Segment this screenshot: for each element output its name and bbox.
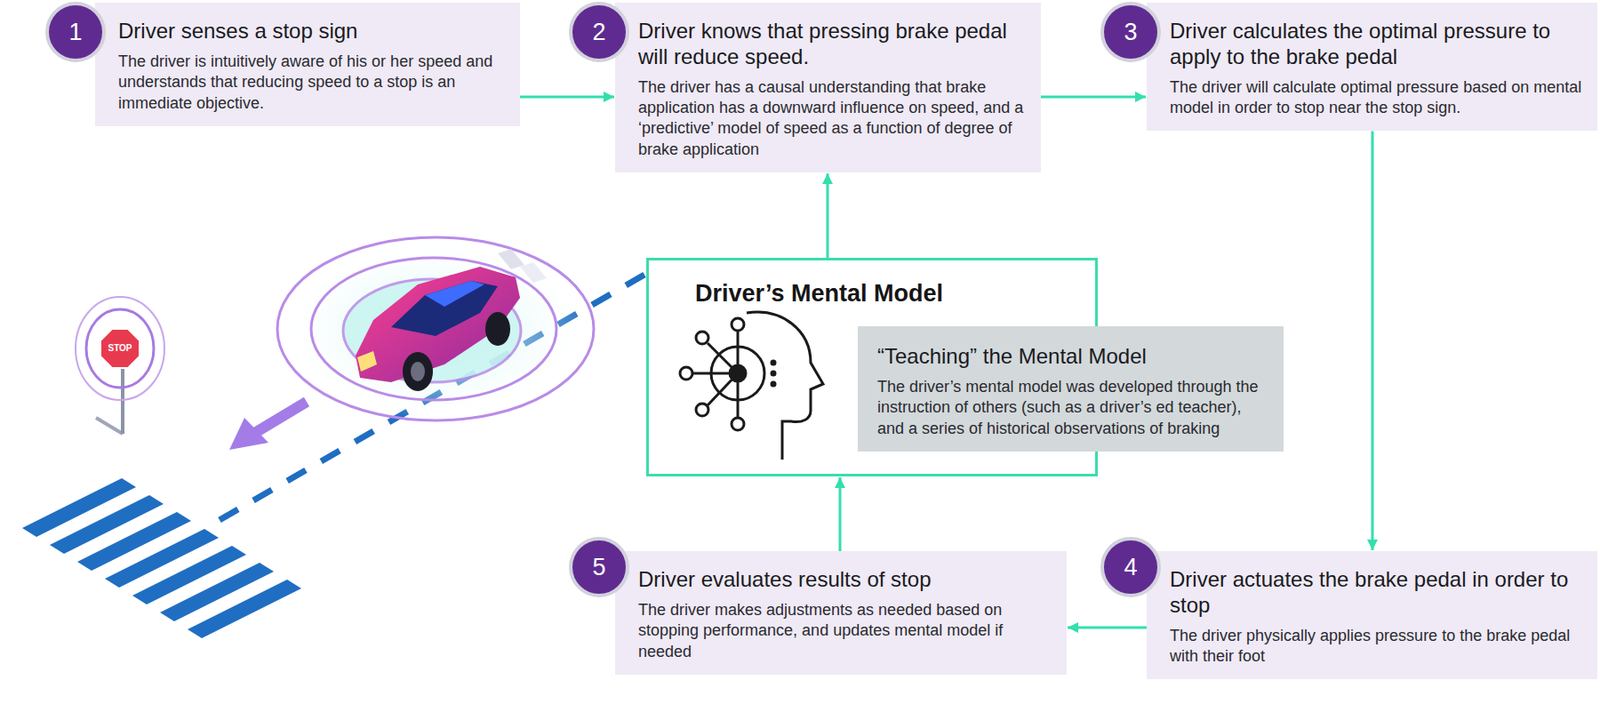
body-text: The driver is intuitively aware of his o… [118,51,506,114]
callout-number: 3 [1100,1,1161,63]
heading: Driver calculates the optimal pressure t… [1169,18,1584,71]
heading: Driver knows that pressing brake pedal w… [638,18,1027,71]
heading: Driver actuates the brake pedal in order… [1169,567,1584,619]
callout-number: 5 [568,536,630,598]
flow-arrow [826,173,830,258]
direction-arrow [229,401,307,450]
process-box: Driver knows that pressing brake pedal w… [615,2,1041,173]
process-box: Driver evaluates results of stopThe driv… [615,551,1067,675]
crosswalk-stripe [49,495,164,554]
body-text: The driver makes adjustments as needed b… [638,600,1053,663]
body-text: The driver will calculate optimal pressu… [1169,77,1584,120]
crosswalk-stripe [22,478,136,537]
process-box: Driver senses a stop signThe driver is i… [95,2,520,127]
flow-arrow [1371,130,1375,551]
crosswalk [22,478,302,639]
heading: Driver senses a stop sign [118,18,506,45]
body-text: The driver physically applies pressure t… [1169,625,1584,668]
car-illustration [277,237,594,421]
crosswalk-stripe [104,528,219,588]
flow-arrow [1067,626,1147,630]
flow-arrow [839,477,842,552]
crosswalk-stripe [160,562,274,622]
heading: Driver evaluates results of stop [638,567,1053,593]
crosswalk-stripe [187,579,302,639]
callout-number: 1 [45,1,106,63]
sign-text: STOP [102,343,138,354]
process-box: Driver actuates the brake pedal in order… [1146,551,1598,680]
callout-number: 2 [568,1,630,63]
callout-number: 4 [1100,536,1161,598]
note-box: “Teaching” the Mental ModelThe driver’s … [857,326,1284,452]
heading: Driver’s Mental Model [695,280,1078,308]
crosswalk-stripe [132,545,247,605]
mental-model-icon [680,312,824,460]
heading: “Teaching” the Mental Model [877,344,1270,370]
flow-arrow [1040,96,1146,99]
body-text: The driver’s mental model was developed … [877,376,1270,440]
process-box: Driver calculates the optimal pressure t… [1146,2,1598,131]
flow-arrow [520,96,615,99]
body-text: The driver has a causal understanding th… [638,77,1027,161]
crosswalk-stripe [77,512,192,571]
stop-sign [75,296,165,434]
